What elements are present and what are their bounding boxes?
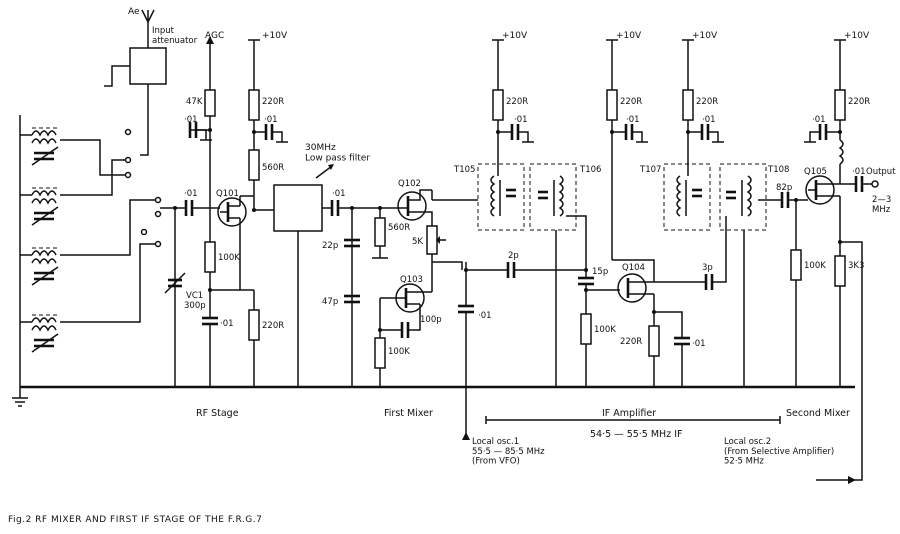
t106-label: T106 xyxy=(579,165,601,175)
band-coil-2 xyxy=(31,190,57,205)
t107-label: T107 xyxy=(639,165,661,175)
c01-label-output: ·01 xyxy=(852,167,866,177)
second-mixer xyxy=(780,39,879,484)
local-osc2-label: Local osc.2(From Selective Amplifier)52·… xyxy=(724,437,834,467)
c01-label-rf2: ·01 xyxy=(264,115,278,125)
q103-label: Q103 xyxy=(400,275,423,285)
stage-label-if: IF Amplifier xyxy=(602,408,656,419)
c3p-label: 3p xyxy=(702,263,713,273)
r220-label-q104: 220R xyxy=(620,97,642,107)
band-coil-trimmer-arrow-1 xyxy=(31,146,59,166)
c01-label-t107: ·01 xyxy=(702,115,716,125)
supply-label-q105: +10V xyxy=(844,31,870,41)
t108-label: T108 xyxy=(767,165,789,175)
r220-label-rf-lower: 220R xyxy=(262,321,284,331)
c01-label-rf1: ·01 xyxy=(184,115,198,125)
r5k-label: 5K xyxy=(412,237,423,247)
c01-label-q104: ·01 xyxy=(626,115,640,125)
c01-label-mixer: ·01 xyxy=(478,311,492,321)
supply-label-rf: +10V xyxy=(262,31,288,41)
first-mixer xyxy=(344,189,586,440)
r100k-label-q105: 100K xyxy=(804,261,826,271)
vc1-value-label: 300p xyxy=(184,301,206,311)
transformer-t105-t106 xyxy=(477,39,587,387)
c47p-label: 47p xyxy=(322,297,338,307)
supply-label-q104: +10V xyxy=(616,31,642,41)
r220-label-q105: 220R xyxy=(848,97,870,107)
r100k-label-mixer: 100K xyxy=(388,347,410,357)
low-pass-filter-box xyxy=(273,164,392,387)
r220-label-rf: 220R xyxy=(262,97,284,107)
c100p-label: 100p xyxy=(420,315,442,325)
c01-label-t105: ·01 xyxy=(514,115,528,125)
agc-label: AGC xyxy=(205,31,224,41)
r220-label-if: 220R xyxy=(620,337,642,347)
antenna-label: Ae xyxy=(128,7,140,17)
stage-label-mixer2: Second Mixer xyxy=(786,408,850,419)
antenna-icon xyxy=(141,9,155,48)
band-coil-trimmer-arrow-4 xyxy=(31,333,59,353)
r220-label-t105: 220R xyxy=(506,97,528,107)
ground-bus xyxy=(12,115,855,407)
r100k-label-rf: 100K xyxy=(218,253,240,263)
c01-label-q104-src: ·01 xyxy=(692,339,706,349)
transformer-t107-t108 xyxy=(663,39,782,387)
q101-label: Q101 xyxy=(216,189,239,199)
r47k-label: 47K xyxy=(186,97,203,107)
vc1-label: VC1 xyxy=(186,291,203,301)
input-attenuator-box xyxy=(104,47,167,156)
q104-label: Q104 xyxy=(622,263,645,273)
q105-label: Q105 xyxy=(804,167,827,177)
c01-label-q105: ·01 xyxy=(812,115,826,125)
c01-label-rf-in: ·01 xyxy=(184,189,198,199)
stage-label-if-range: 54·5 — 55·5 MHz IF xyxy=(590,429,682,440)
rf-stage xyxy=(164,36,288,387)
if-bracket xyxy=(485,416,781,424)
output-label: Output xyxy=(866,167,896,177)
band-coil-4 xyxy=(31,317,57,332)
band-coil-bank xyxy=(20,127,59,353)
band-coil-trimmer-arrow-3 xyxy=(31,266,59,286)
c2p-label: 2p xyxy=(508,251,519,261)
stage-label-rf: RF Stage xyxy=(196,408,239,419)
c22p-label: 22p xyxy=(322,241,338,251)
r560-label-rf: 560R xyxy=(262,163,284,173)
supply-label-t105: +10V xyxy=(502,31,528,41)
q102-label: Q102 xyxy=(398,179,421,189)
c15p-label: 15p xyxy=(592,267,608,277)
c01-label-rf-src: ·01 xyxy=(220,319,234,329)
stage-label-mixer1: First Mixer xyxy=(384,408,433,419)
r100k-label-if: 100K xyxy=(594,325,616,335)
band-coil-1 xyxy=(31,130,57,145)
c82p-label: 82p xyxy=(776,183,792,193)
figure-caption: Fig.2 RF MIXER AND FIRST IF STAGE OF THE… xyxy=(8,515,262,525)
c01-label-filter-out: ·01 xyxy=(332,189,346,199)
r560-label-mixer: 560R xyxy=(388,223,410,233)
supply-label-t107: +10V xyxy=(692,31,718,41)
r3k3-label: 3K3 xyxy=(848,261,864,271)
t105-label: T105 xyxy=(453,165,475,175)
band-coil-3 xyxy=(31,250,57,265)
band-coil-trimmer-arrow-2 xyxy=(31,206,59,226)
band-switch xyxy=(60,128,175,323)
if-amplifier xyxy=(578,39,727,387)
r220-label-t107: 220R xyxy=(696,97,718,107)
